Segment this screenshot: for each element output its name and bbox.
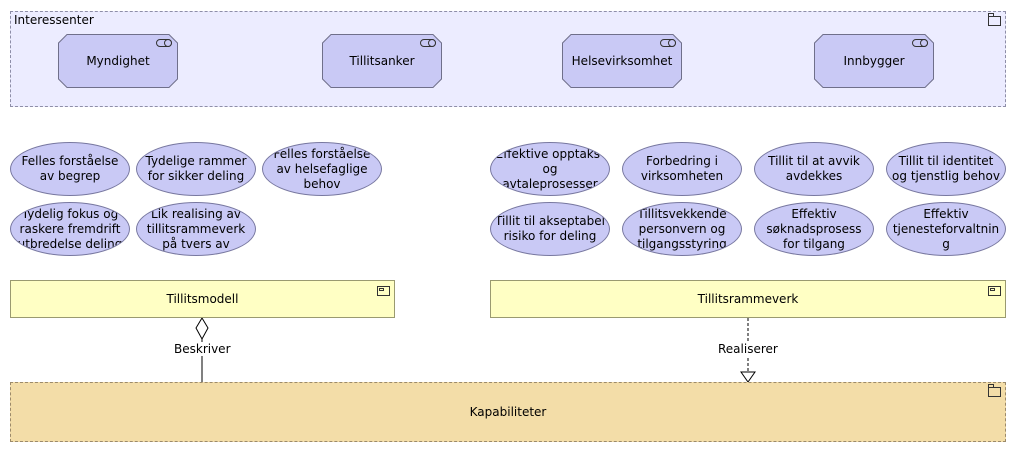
role-icon bbox=[156, 39, 172, 47]
goal-lik-realising[interactable]: Lik realising av tillitsrammeverk på tve… bbox=[136, 202, 256, 256]
actor-helsevirksomhet[interactable]: Helsevirksomhet bbox=[562, 34, 682, 88]
goal-label: Effektiv tjenesteforvaltnin g bbox=[892, 206, 1000, 251]
relation-label-realiserer: Realiserer bbox=[716, 342, 780, 356]
role-icon bbox=[660, 39, 676, 47]
actor-myndighet[interactable]: Myndighet bbox=[58, 34, 178, 88]
actor-label: Myndighet bbox=[86, 54, 150, 68]
goal-label: Tillit til identitet og tjenstlig behov bbox=[892, 154, 1000, 183]
goal-tjenesteforvaltning[interactable]: Effektiv tjenesteforvaltnin g bbox=[886, 202, 1006, 256]
goal-label: Effektiv søknadsprosess for tilgang bbox=[766, 206, 862, 251]
goal-label: Tillitsvekkende personvern og tilgangsst… bbox=[637, 206, 727, 251]
component-label: Tillitsrammeverk bbox=[697, 292, 799, 306]
goal-personvern[interactable]: Tillitsvekkende personvern og tilgangsst… bbox=[622, 202, 742, 256]
component-icon bbox=[988, 286, 1001, 296]
actor-innbygger[interactable]: Innbygger bbox=[814, 34, 934, 88]
goal-label: Tydelige rammer for sikker deling bbox=[145, 154, 247, 183]
group-kapabiliteter-label: Kapabiliteter bbox=[469, 405, 547, 419]
actor-label: Innbygger bbox=[843, 54, 905, 68]
realization-arrowhead bbox=[740, 371, 756, 383]
goal-tydelige-rammer[interactable]: Tydelige rammer for sikker deling bbox=[136, 142, 256, 196]
goal-label: Felles forståelse av helsefaglige behov bbox=[273, 146, 371, 191]
component-label: Tillitsmodell bbox=[166, 292, 239, 306]
actor-tillitsanker[interactable]: Tillitsanker bbox=[322, 34, 442, 88]
folder-icon bbox=[988, 13, 1001, 26]
goal-label: Tillit til at avvik avdekkes bbox=[768, 154, 860, 183]
group-title: Interessenter bbox=[14, 13, 94, 27]
actor-label: Helsevirksomhet bbox=[571, 54, 673, 68]
goal-identitet[interactable]: Tillit til identitet og tjenstlig behov bbox=[886, 142, 1006, 196]
goal-avvik[interactable]: Tillit til at avvik avdekkes bbox=[754, 142, 874, 196]
folder-icon bbox=[988, 384, 1001, 397]
goal-tydelig-fokus[interactable]: Tydelig fokus og raskere fremdrift utbre… bbox=[10, 202, 130, 256]
goal-label: Effektive opptaks- og avtaleprosesser bbox=[495, 146, 605, 191]
actor-label: Tillitsanker bbox=[349, 54, 415, 68]
component-tillitsrammeverk[interactable]: Tillitsrammeverk bbox=[490, 280, 1006, 318]
goal-label: Lik realising av tillitsrammeverk på tve… bbox=[146, 206, 246, 251]
role-icon bbox=[912, 39, 928, 47]
goal-label: Felles forståelse av begrep bbox=[21, 154, 119, 183]
group-kapabiliteter[interactable] bbox=[10, 382, 1006, 442]
role-icon bbox=[420, 39, 436, 47]
goal-felles-forstaelse-begrep[interactable]: Felles forståelse av begrep bbox=[10, 142, 130, 196]
aggregation-diamond bbox=[195, 317, 209, 341]
relation-label-beskriver: Beskriver bbox=[172, 342, 233, 356]
goal-label: Tydelig fokus og raskere fremdrift utbre… bbox=[17, 206, 123, 251]
goal-label: Forbedring i virksomheten bbox=[640, 154, 724, 183]
component-icon bbox=[377, 286, 390, 296]
goal-soknadsprosess[interactable]: Effektiv søknadsprosess for tilgang bbox=[754, 202, 874, 256]
component-tillitsmodell[interactable]: Tillitsmodell bbox=[10, 280, 395, 318]
goal-forbedring[interactable]: Forbedring i virksomheten bbox=[622, 142, 742, 196]
goal-label: Tillit til akseptabel risiko for deling bbox=[495, 214, 605, 243]
goal-akseptabel-risiko[interactable]: Tillit til akseptabel risiko for deling bbox=[490, 202, 610, 256]
goal-felles-forstaelse-behov[interactable]: Felles forståelse av helsefaglige behov bbox=[262, 142, 382, 196]
goal-effektive-opptak[interactable]: Effektive opptaks- og avtaleprosesser bbox=[490, 142, 610, 196]
